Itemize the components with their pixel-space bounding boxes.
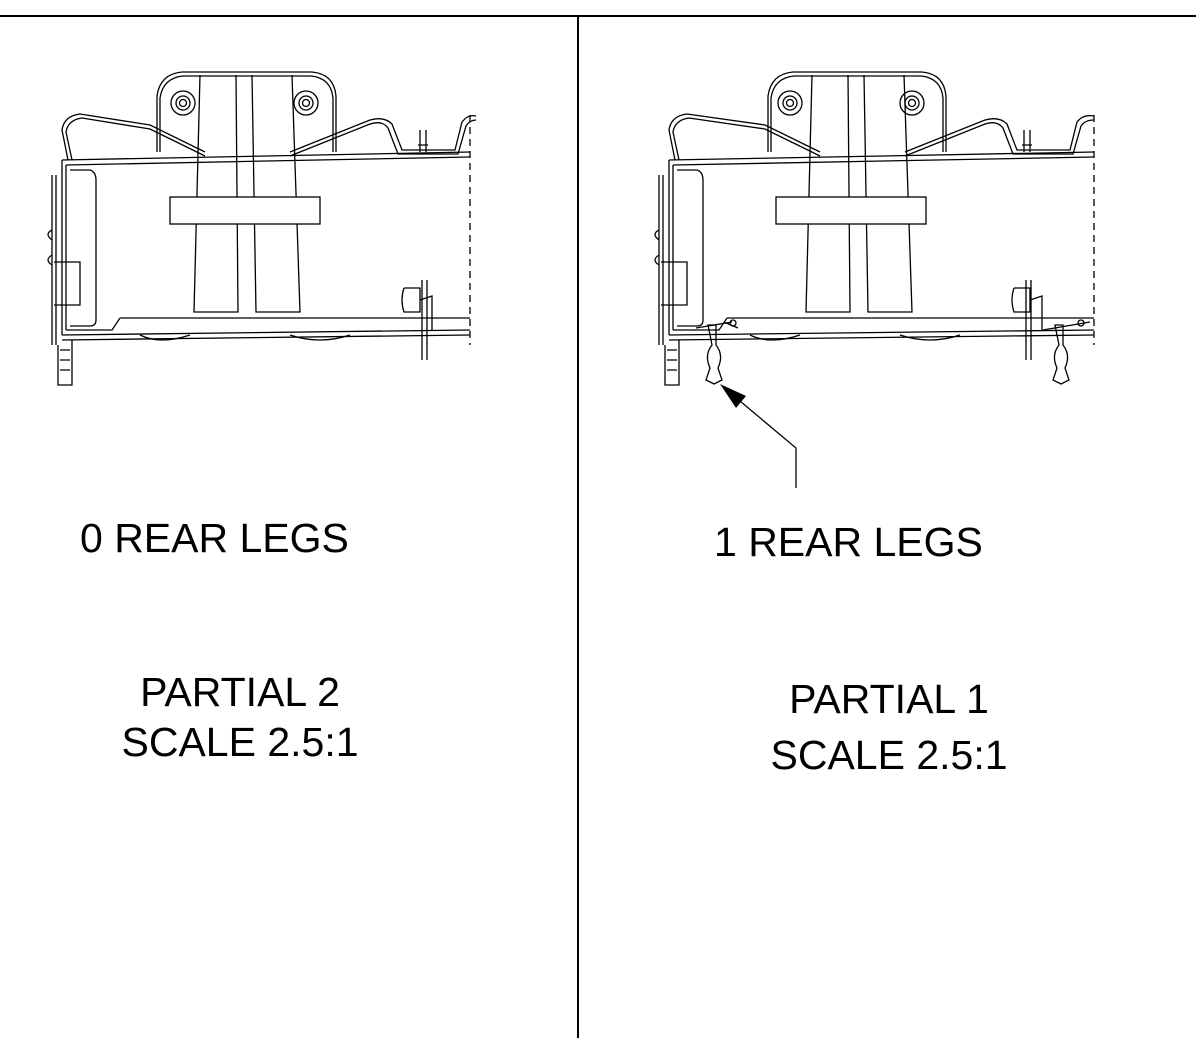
side-clip	[54, 261, 81, 306]
legs-label: 0 REAR LEGS	[80, 515, 349, 561]
rear-leg-left	[695, 319, 739, 385]
center-mount	[767, 71, 947, 152]
partial-title: PARTIAL 1	[789, 676, 989, 722]
strap-right	[863, 74, 913, 313]
strap-right	[251, 74, 301, 313]
strap-band	[169, 196, 321, 225]
latch	[1011, 287, 1031, 313]
bolt-left	[170, 90, 196, 116]
leader-line	[733, 395, 797, 488]
tray-assembly	[654, 71, 1095, 488]
wire-bracket-right	[289, 114, 477, 153]
partial-2-panel: 0 REAR LEGS PARTIAL 2 SCALE 2.5:1	[0, 17, 577, 1038]
tray-assembly	[47, 71, 477, 386]
scale-label: SCALE 2.5:1	[121, 719, 359, 765]
strap-left	[193, 74, 239, 313]
sheet-border-top	[0, 15, 1196, 17]
partial-title: PARTIAL 2	[140, 669, 340, 715]
partial-1-drawing	[654, 71, 1095, 488]
tray-top-edge	[61, 151, 471, 161]
side-clip	[661, 261, 688, 306]
latch	[401, 287, 421, 313]
center-mount	[156, 71, 337, 152]
wire-bracket-right	[904, 114, 1095, 153]
partial-1-panel: 1 REAR LEGS PARTIAL 1 SCALE 2.5:1	[579, 17, 1196, 1038]
side-plate	[677, 169, 704, 327]
foot-left	[57, 340, 73, 386]
foot-left	[664, 340, 680, 386]
partial-2-drawing	[47, 71, 477, 386]
strap-band	[775, 196, 927, 225]
side-plate	[70, 169, 97, 327]
wire-bracket-left	[61, 113, 206, 161]
bolt-left	[777, 90, 803, 116]
panel-divider	[577, 15, 579, 1038]
bolt-right	[293, 90, 319, 116]
leader-arrowhead	[720, 384, 746, 408]
scale-label: SCALE 2.5:1	[770, 732, 1008, 778]
wire-bracket-left	[668, 113, 821, 161]
strap-left	[805, 74, 851, 313]
rear-leg-right	[1042, 319, 1091, 385]
tray-top-edge	[668, 151, 1095, 161]
legs-label: 1 REAR LEGS	[714, 519, 983, 565]
bolt-right	[899, 90, 925, 116]
